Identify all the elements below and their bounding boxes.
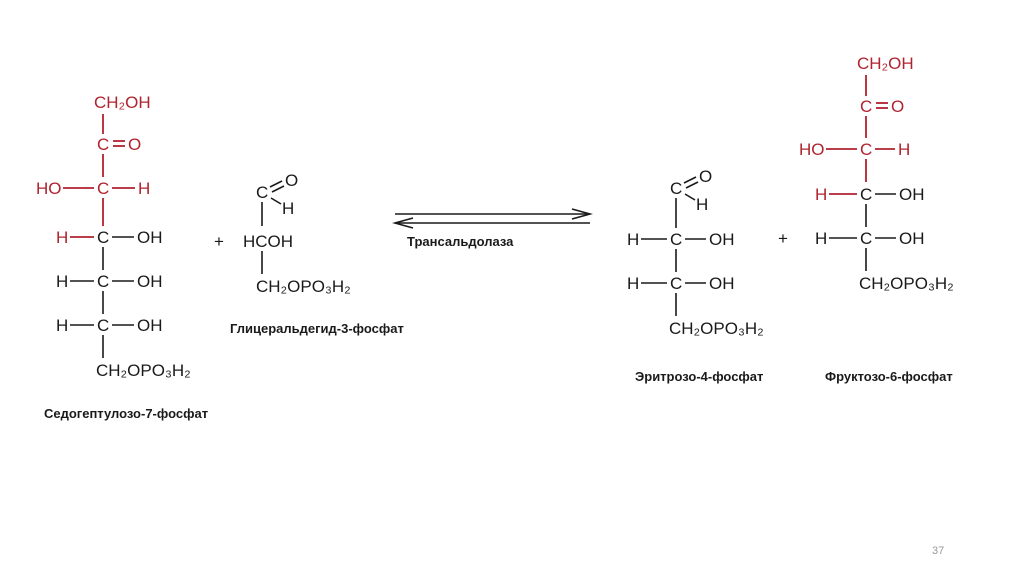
sedoheptulose-7-phosphate-structure: CH₂OH C O HO C H H C OH H C OH — [36, 93, 208, 421]
gap-c2-hcoh: HCOH — [243, 232, 293, 251]
double-bond — [685, 181, 699, 189]
sedo-c2-o: O — [128, 135, 141, 154]
f6p-c4-oh: OH — [899, 185, 925, 204]
gap-c3-ch2opo3h2: CH₂OPO₃H₂ — [256, 277, 351, 296]
sedo-c1-ch2oh: CH₂OH — [94, 93, 151, 112]
e4p-c1-o: O — [699, 167, 712, 186]
sedo-c6-c: C — [97, 316, 109, 335]
sedoheptulose-red-fragment: CH₂OH C O HO C H H — [36, 93, 151, 247]
fructose-6-phosphate-structure: CH₂OH C O HO C H H C OH H C OH — [799, 54, 954, 384]
f6p-c5-h: H — [815, 229, 827, 248]
sedo-c6-oh: OH — [137, 316, 163, 335]
double-bond — [271, 185, 285, 193]
sedoheptulose-black-fragment: C OH H C OH H C OH CH₂OPO₃H₂ — [56, 228, 191, 380]
gap-c1-h: H — [282, 199, 294, 218]
e4p-c3-oh: OH — [709, 274, 735, 293]
f6p-c3-ho: HO — [799, 140, 825, 159]
f6p-c5-c: C — [860, 229, 872, 248]
sedoheptulose-label: Седогептулозо-7-фосфат — [44, 406, 208, 421]
glyceraldehyde-label: Глицеральдегид-3-фосфат — [230, 321, 404, 336]
reverse-arrowhead — [392, 217, 414, 229]
sedo-c7-ch2opo3h2: CH₂OPO₃H₂ — [96, 361, 191, 380]
sedo-c3-h: H — [138, 179, 150, 198]
f6p-c4-c: C — [860, 185, 872, 204]
fructose-label: Фруктозо-6-фосфат — [825, 369, 953, 384]
e4p-c1-c: C — [670, 179, 682, 198]
f6p-c5-oh: OH — [899, 229, 925, 248]
e4p-c2-oh: OH — [709, 230, 735, 249]
enzyme-label: Трансальдолаза — [407, 234, 514, 249]
sedo-c5-h: H — [56, 272, 68, 291]
erythrose-label: Эритрозо-4-фосфат — [635, 369, 763, 384]
sedo-c3-c: C — [97, 179, 109, 198]
sedo-c4-c: C — [97, 228, 109, 247]
glyceraldehyde-3-phosphate-structure: C O H HCOH CH₂OPO₃H₂ Глицеральдегид-3-фо… — [230, 171, 404, 336]
e4p-c4-ch2opo3h2: CH₂OPO₃H₂ — [669, 319, 764, 338]
gap-c1-o: O — [285, 171, 298, 190]
e4p-c2-c: C — [670, 230, 682, 249]
gap-c1-c: C — [256, 183, 268, 202]
sedo-c5-oh: OH — [137, 272, 163, 291]
equilibrium-arrows: Трансальдолаза — [392, 208, 593, 249]
sedo-c4-oh: OH — [137, 228, 163, 247]
f6p-c6-ch2opo3h2: CH₂OPO₃H₂ — [859, 274, 954, 293]
e4p-c3-c: C — [670, 274, 682, 293]
f6p-c3-h: H — [898, 140, 910, 159]
double-bond — [269, 180, 283, 188]
e4p-c2-h: H — [627, 230, 639, 249]
bond — [270, 197, 282, 205]
double-bond — [683, 176, 697, 184]
e4p-c1-h: H — [696, 195, 708, 214]
plus-sign-left: + — [214, 232, 224, 251]
erythrose-4-phosphate-structure: C O H H C OH H C OH CH₂OPO₃H₂ Эритрозо-4… — [627, 167, 764, 384]
e4p-c3-h: H — [627, 274, 639, 293]
page-number: 37 — [932, 545, 945, 557]
plus-sign-right: + — [778, 229, 788, 248]
f6p-c1-ch2oh: CH₂OH — [857, 54, 914, 73]
f6p-c2-o: O — [891, 97, 904, 116]
sedo-c2-c: C — [97, 135, 109, 154]
sedo-c3-ho: HO — [36, 179, 62, 198]
sedo-c4-h: H — [56, 228, 68, 247]
f6p-c2-c: C — [860, 97, 872, 116]
bond — [684, 193, 696, 201]
sedo-c6-h: H — [56, 316, 68, 335]
f6p-c4-h: H — [815, 185, 827, 204]
sedo-c5-c: C — [97, 272, 109, 291]
fructose-black-fragment: C OH H C OH CH₂OPO₃H₂ — [815, 185, 954, 293]
fructose-red-fragment: CH₂OH C O HO C H H — [799, 54, 914, 204]
f6p-c3-c: C — [860, 140, 872, 159]
forward-arrowhead — [571, 208, 593, 220]
